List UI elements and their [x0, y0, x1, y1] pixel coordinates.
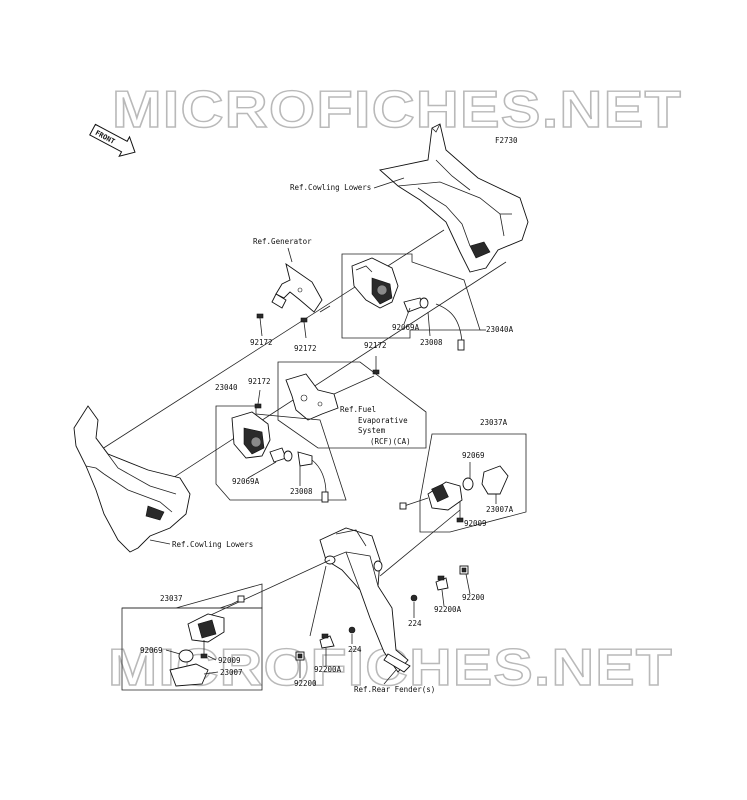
screw-92172-c: [372, 356, 380, 375]
label-92009-right: 92009: [464, 519, 487, 528]
label-23008-right: 23008: [420, 338, 443, 347]
screw-92172-a: [256, 313, 264, 337]
label-ref-fuel-4: (RCF)(CA): [370, 437, 411, 446]
screw-92172-b: [300, 317, 308, 339]
label-224-right: 224: [408, 619, 422, 628]
label-ref-rear-fender: Ref.Rear Fender(s): [354, 685, 435, 694]
label-92172-c: 92172: [364, 341, 387, 350]
label-92069a-right: 92069A: [392, 323, 420, 332]
label-92172-b: 92172: [294, 344, 317, 353]
label-23037a: 23037A: [480, 418, 508, 427]
label-ref-generator: Ref.Generator: [253, 237, 312, 246]
label-23040: 23040: [215, 383, 238, 392]
nut-92200-right: [459, 565, 469, 575]
label-92200a-left: 92200A: [314, 665, 342, 674]
nut-92200-left: [295, 651, 305, 661]
label-92172-a: 92172: [250, 338, 273, 347]
label-ref-fuel-1: Ref.Fuel: [340, 405, 376, 414]
label-ref-fuel-2: Evaporative: [358, 416, 408, 425]
turn-signal-left-rear: [169, 595, 245, 687]
clip-92200a-left: [319, 633, 335, 649]
screw-92172-d: [254, 389, 262, 409]
label-92200-left: 92200: [294, 679, 317, 688]
watermark-top: MICROFICHES.NET: [112, 81, 682, 139]
label-92200-right: 92200: [462, 593, 485, 602]
label-ref-fuel-3: System: [358, 426, 386, 435]
label-23040a: 23040A: [486, 325, 514, 334]
label-23007: 23007: [220, 668, 243, 677]
label-92200a-right: 92200A: [434, 605, 462, 614]
label-224-left: 224: [348, 645, 362, 654]
cowling-lower-left: [73, 405, 191, 553]
label-23007a: 23007A: [486, 505, 514, 514]
generator-bracket: [271, 262, 323, 313]
label-ref-cowling-lowers-top: Ref.Cowling Lowers: [290, 183, 371, 192]
label-ref-cowling-lowers-bottom: Ref.Cowling Lowers: [172, 540, 253, 549]
cowling-lower-right: [379, 123, 529, 273]
label-23008-left: 23008: [290, 487, 313, 496]
label-92069-left: 92069: [140, 646, 163, 655]
label-92009-left: 92009: [218, 656, 241, 665]
label-92069-right: 92069: [462, 451, 485, 460]
diagram-code: F2730: [495, 136, 518, 145]
nut-224-left: [348, 626, 356, 634]
label-92069a-left: 92069A: [232, 477, 260, 486]
label-23037: 23037: [160, 594, 183, 603]
turn-signal-right-rear: [399, 465, 509, 523]
fuel-evaporative-bracket: [285, 373, 375, 421]
label-92172-d: 92172: [248, 377, 271, 386]
clip-92200a-right: [435, 575, 449, 591]
turn-signal-right-front: [351, 257, 465, 351]
nut-224-right: [410, 594, 418, 602]
rear-fender-bracket: [319, 527, 411, 673]
turn-signal-left-front: [231, 411, 329, 503]
